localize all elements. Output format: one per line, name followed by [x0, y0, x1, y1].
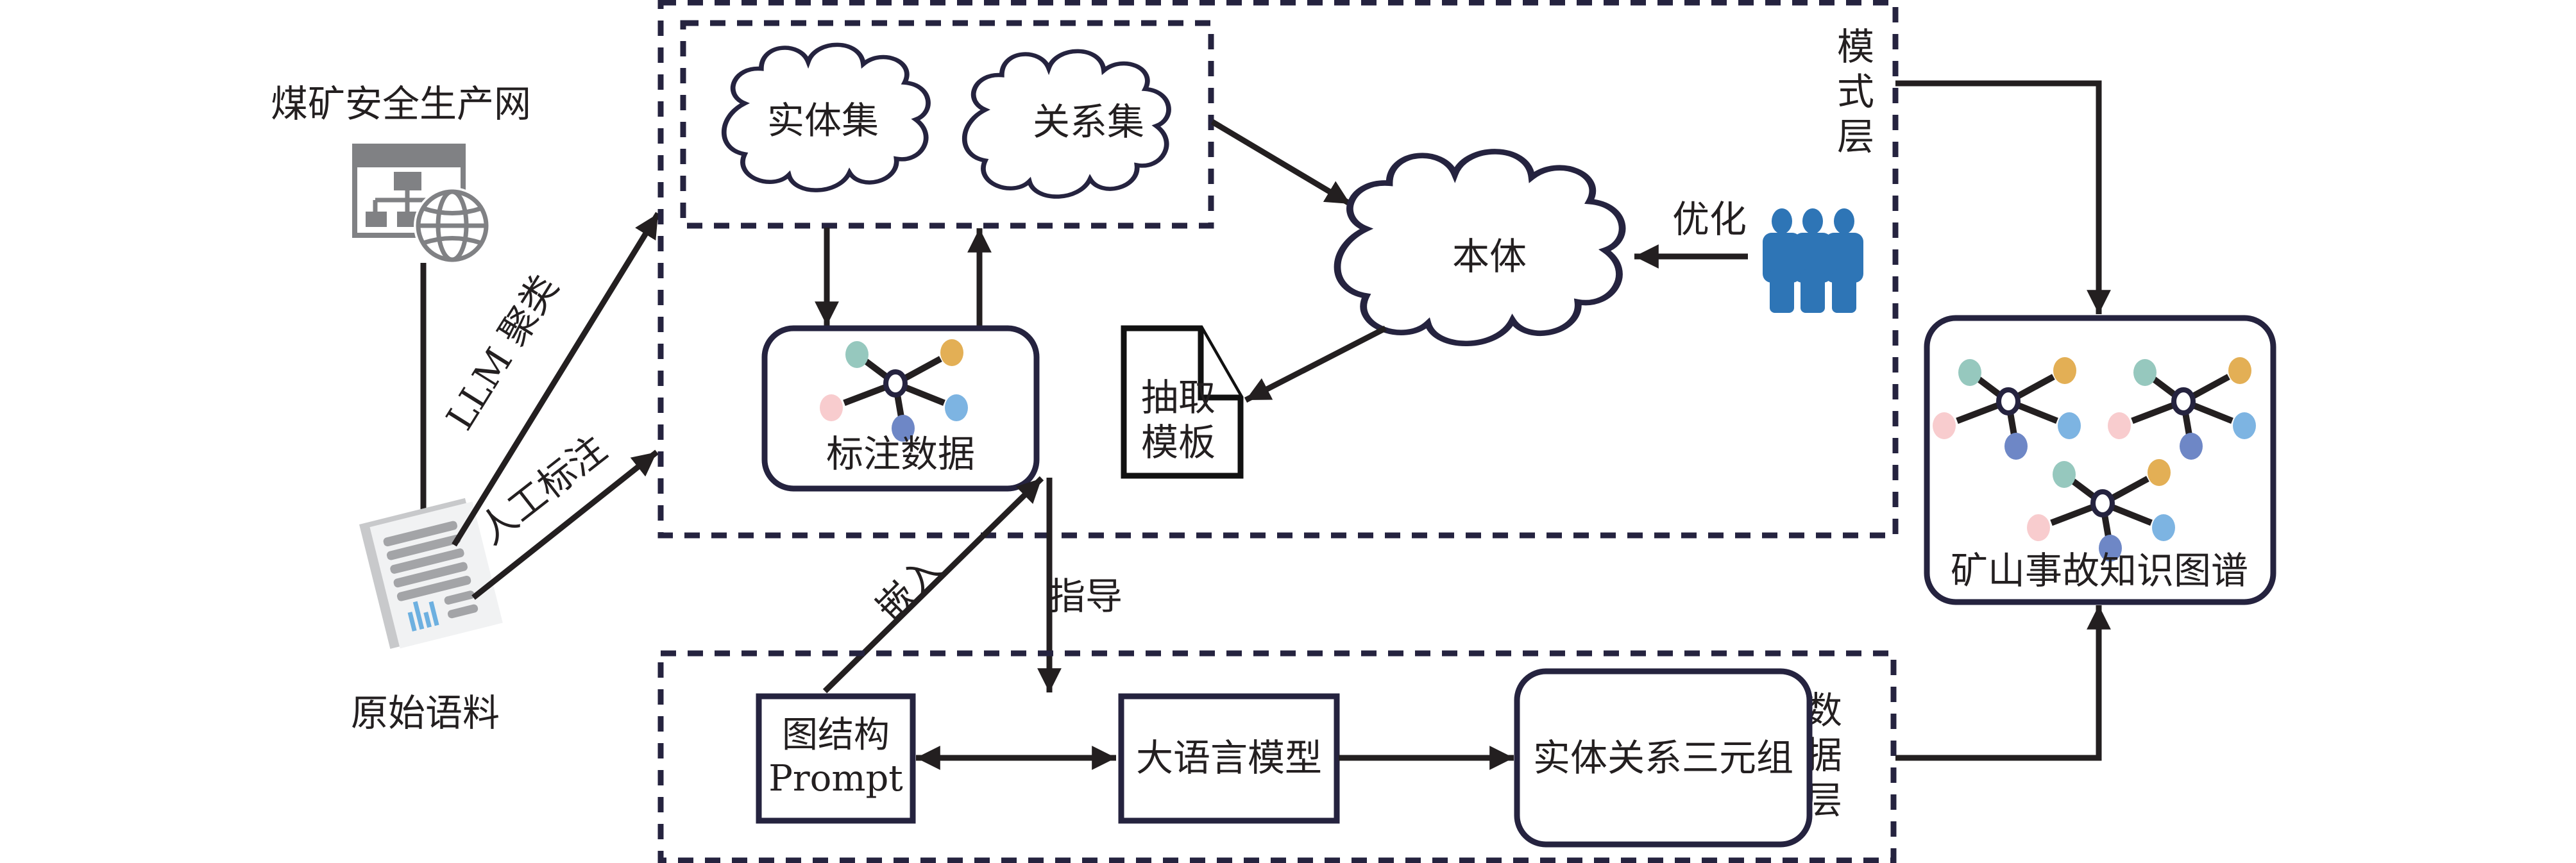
graph-cluster [2108, 357, 2256, 460]
relation-set-cloud: 关系集 [965, 51, 1169, 197]
data-layer: 数 据 层 图结构 Prompt 大语言模型 实体关系三元组 [657, 650, 1897, 863]
person-icon [1793, 208, 1832, 313]
graph-icon [820, 339, 968, 442]
graph-node [892, 415, 915, 442]
triples-box: 实体关系三元组 [1514, 668, 1813, 848]
arrow-llm-cluster [452, 212, 661, 547]
graph-node [820, 394, 843, 421]
template-label-line1: 抽取 [1141, 376, 1216, 419]
people-icon [1763, 208, 1863, 313]
arrow-sets-to-ontology [1210, 119, 1352, 206]
graph-node [2053, 357, 2076, 384]
extraction-template-doc: 抽取 模板 [1121, 325, 1244, 479]
relation-set-label: 关系集 [1033, 100, 1144, 144]
person-icon [1763, 208, 1801, 313]
knowledge-graph-box: 矿山事故知识图谱 [1924, 315, 2276, 605]
schema-layer-label-2: 式 [1837, 70, 1874, 113]
schema-layer-label-3: 层 [1837, 115, 1874, 158]
graph-hub-node [883, 369, 908, 398]
graph-cluster [2027, 459, 2175, 562]
graph-node [1958, 359, 1981, 386]
arrow-ontology-to-template [1244, 325, 1387, 403]
graph-prompt-box: 图结构 Prompt [756, 693, 916, 824]
llm-cluster-label: LLM 聚类 [437, 267, 566, 438]
arrow-manual-annotation [471, 449, 659, 600]
manual-annotation-label: 人工标注 [470, 427, 614, 553]
ontology-label: 本体 [1452, 235, 1527, 278]
graph-cluster [820, 339, 968, 442]
graph-node [2133, 359, 2157, 386]
graph-node [2108, 412, 2131, 439]
graph-node [2027, 514, 2050, 541]
graph-node [2099, 535, 2122, 562]
graph-node [2228, 357, 2251, 384]
graph-hub-node [1996, 387, 2021, 415]
llm-box: 大语言模型 [1118, 693, 1340, 824]
arrow-data-to-kg [1895, 605, 2111, 761]
annotated-data-label: 标注数据 [826, 432, 975, 476]
graph-node [2152, 514, 2175, 541]
entity-set-cloud: 实体集 [724, 45, 928, 190]
graph-node [2058, 412, 2081, 439]
web-source: 煤矿安全生产网 [271, 82, 531, 264]
data-layer-frame [657, 650, 1897, 863]
triples-label: 实体关系三元组 [1533, 736, 1793, 780]
annotated-data-box: 标注数据 [761, 325, 1040, 492]
graph-cluster [1933, 357, 2081, 460]
embed-label: 嵌入 [868, 547, 951, 630]
graph-node [2148, 459, 2171, 486]
arrow-schema-to-kg [1895, 80, 2111, 314]
web-source-label: 煤矿安全生产网 [271, 82, 531, 126]
prompt-label-line1: 图结构 [782, 714, 890, 756]
prompt-label-line2: Prompt [768, 758, 903, 800]
schema-layer: 模 式 层 实体集 关系集 标注数据 本体 优化 [657, 0, 1899, 539]
corpus-source: 原始语料 [351, 498, 503, 735]
person-icon [1825, 208, 1863, 313]
corpus-label: 原始语料 [351, 691, 500, 735]
knowledge-graph-icon [1933, 357, 2256, 562]
optimize-label: 优化 [1672, 197, 1747, 241]
graph-node [845, 341, 869, 368]
web-network-icon [352, 144, 491, 264]
graph-node [2233, 412, 2256, 439]
schema-layer-frame [657, 0, 1899, 539]
graph-hub-node [2171, 387, 2196, 415]
llm-label: 大语言模型 [1136, 736, 1322, 780]
graph-node [945, 394, 968, 421]
guide-label: 指导 [1048, 574, 1123, 618]
graph-node [2004, 433, 2028, 460]
graph-node [940, 339, 963, 366]
graph-node [2180, 433, 2203, 460]
entity-set-label: 实体集 [767, 99, 879, 142]
kg-label: 矿山事故知识图谱 [1951, 549, 2248, 592]
graph-node [2053, 461, 2076, 488]
graph-hub-node [2090, 489, 2115, 517]
schema-layer-label-1: 模 [1837, 25, 1874, 69]
graph-node [1933, 412, 1956, 439]
ontology-cloud: 本体 [1337, 151, 1622, 343]
template-label-line2: 模板 [1141, 421, 1216, 464]
